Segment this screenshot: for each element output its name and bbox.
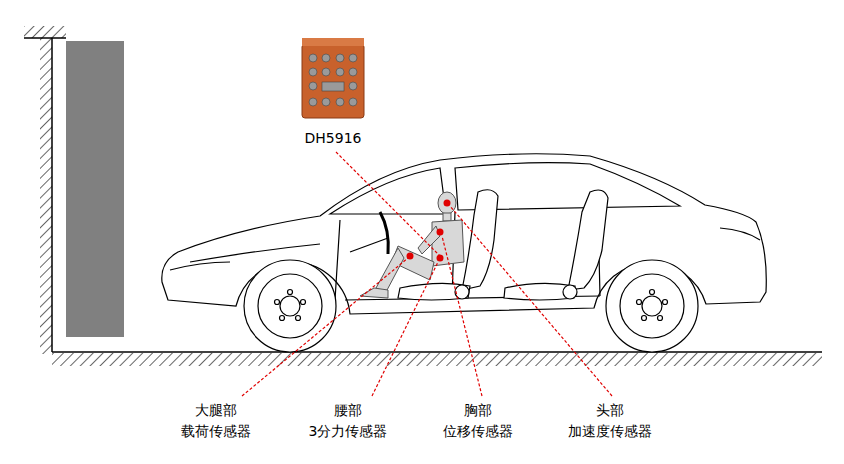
wall-line [51,38,53,352]
crash-dummy [360,192,464,298]
sensor-label: 胸部 位移传感器 [443,400,513,442]
sensor-label: 腰部 3分力传感器 [309,400,388,442]
sensor-label: 头部 加速度传感器 [568,400,652,442]
sensor-dots [407,200,451,262]
leader-lines [242,152,612,396]
wall-line [24,37,66,39]
device-label: DH5916 [305,128,362,149]
seats [350,190,608,300]
ground-hatch [52,353,822,366]
ground-line [52,351,822,353]
device-image [302,38,364,118]
sensor-label: 大腿部 载荷传感器 [181,400,251,442]
wall-hatch [24,26,66,38]
wall-hatch [40,38,52,354]
barrier-block [66,41,124,337]
